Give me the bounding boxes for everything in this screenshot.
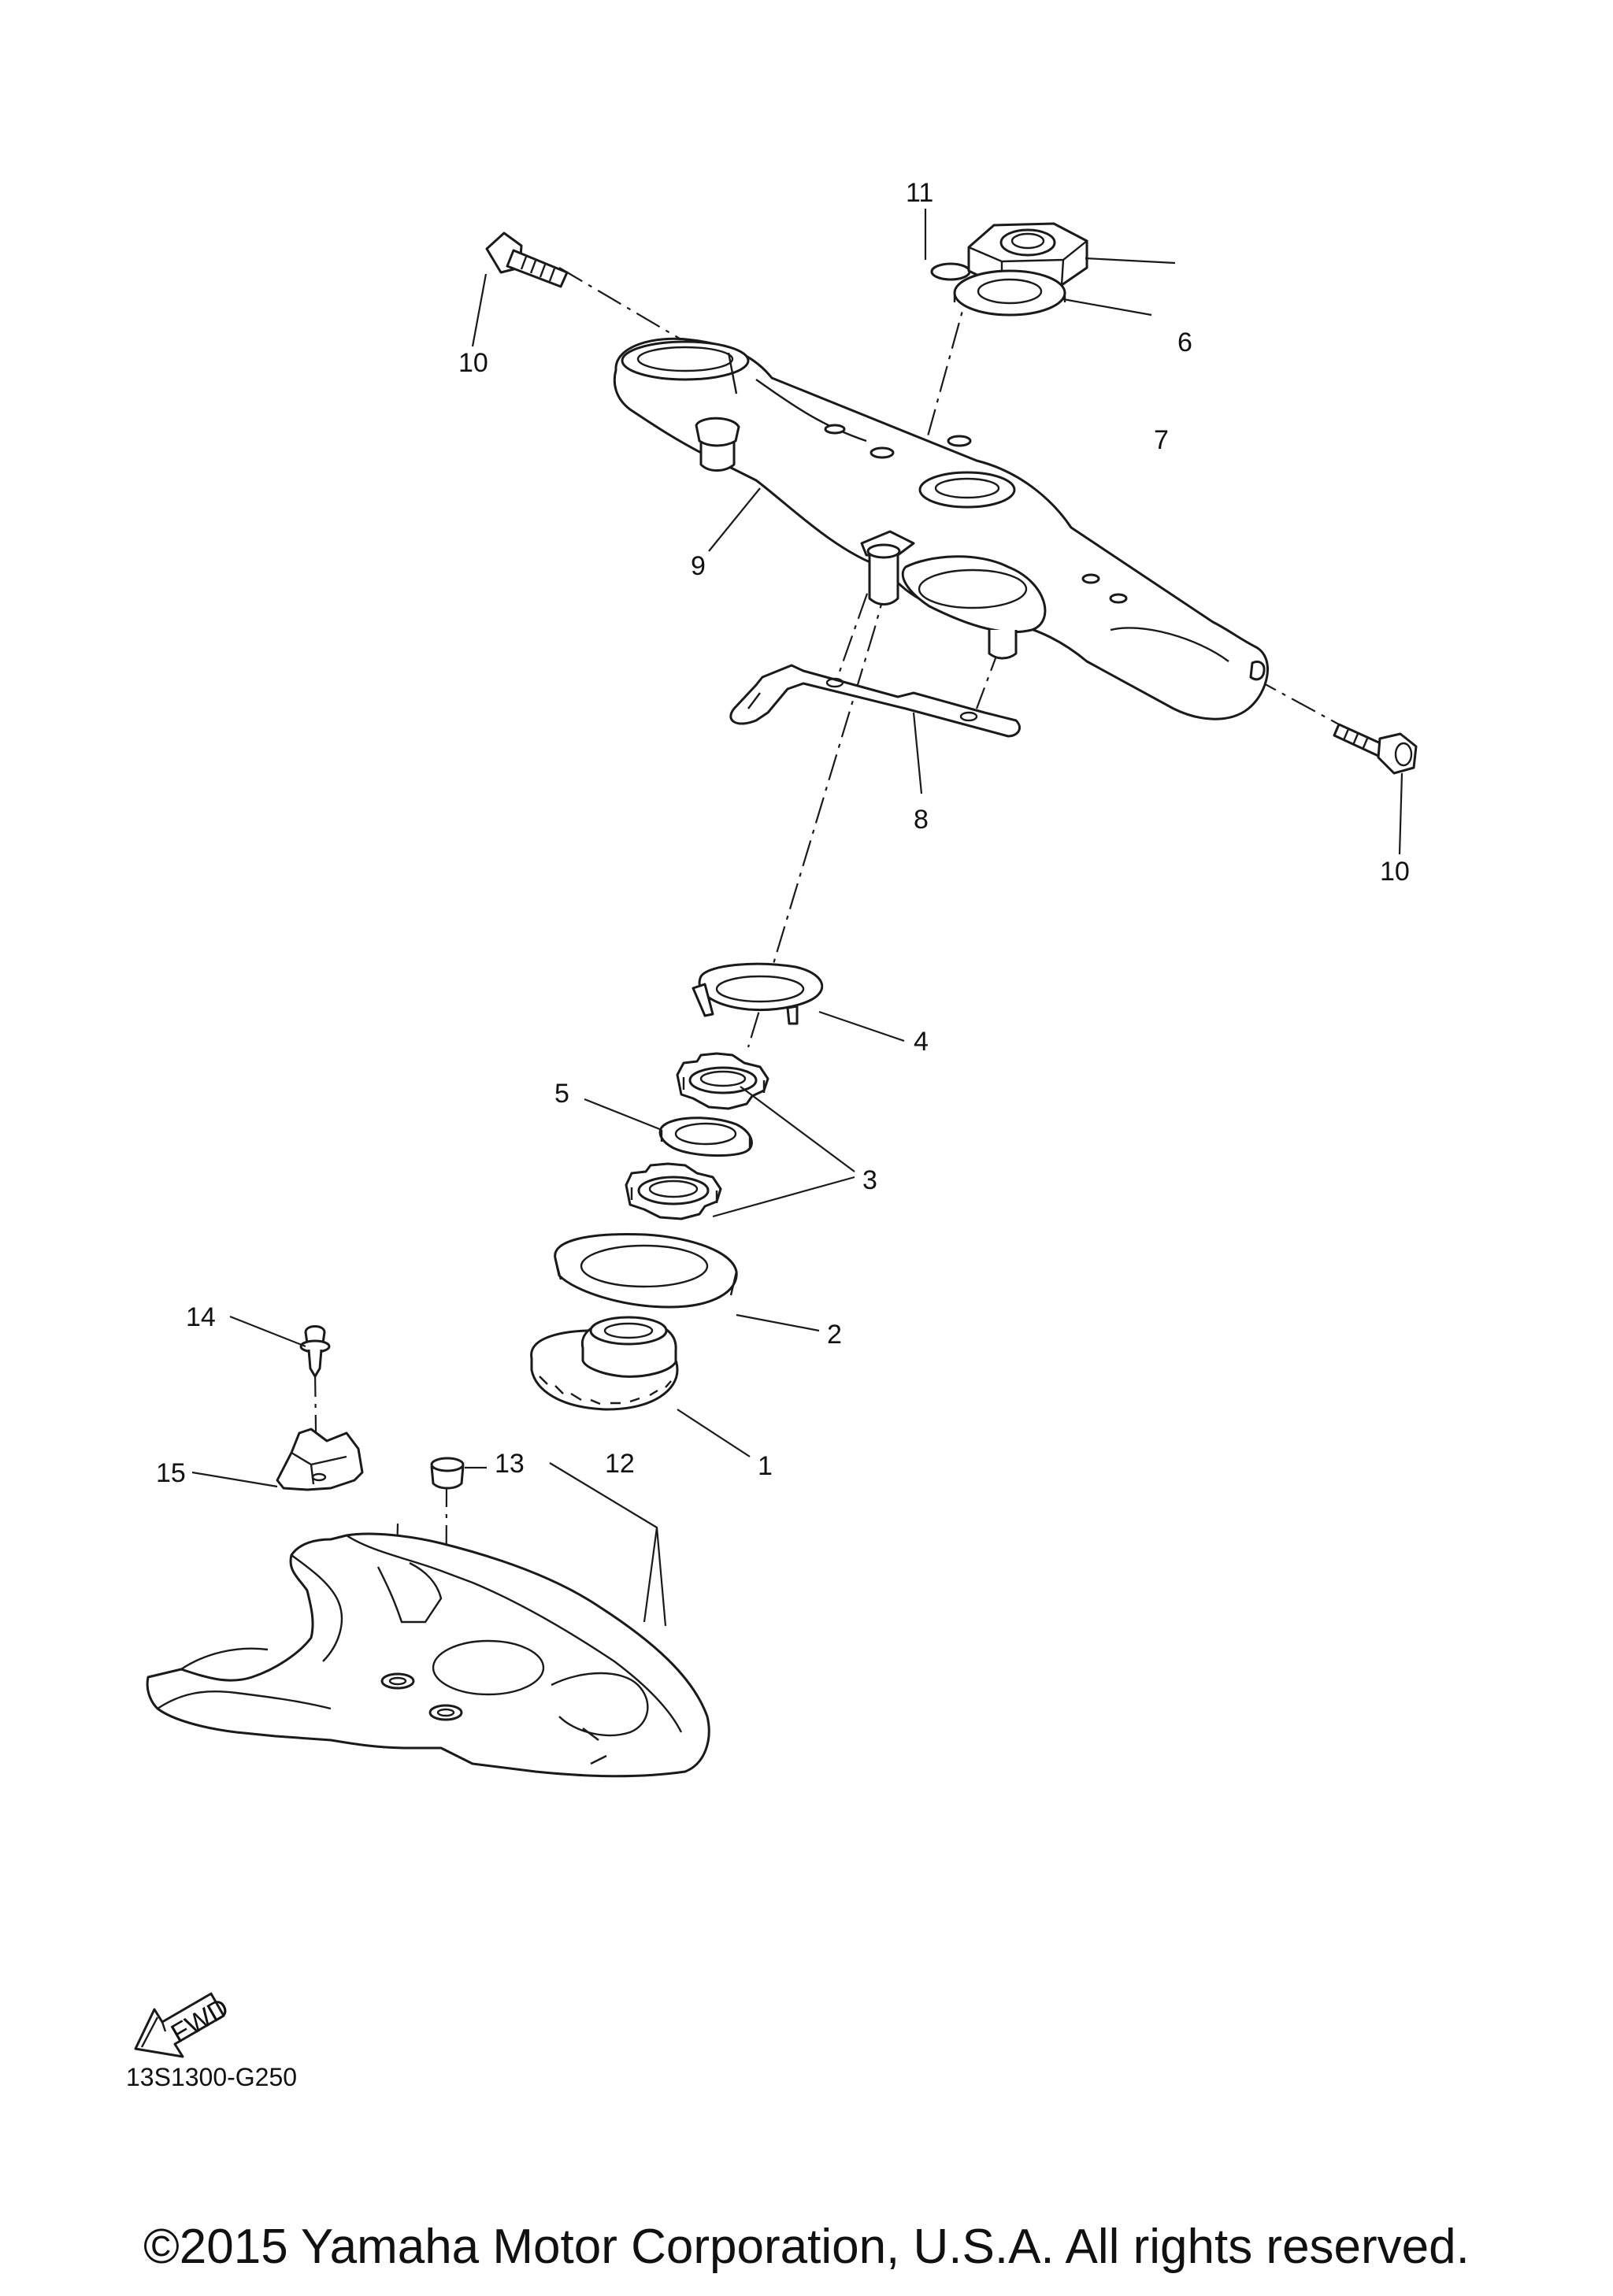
callout-11: 11 (906, 178, 933, 208)
lock-washer (692, 962, 824, 1025)
cover-bracket (276, 1428, 364, 1491)
callout-5: 5 (554, 1079, 569, 1109)
ring-nut-lower (625, 1162, 722, 1220)
diagram-code: 13S1300-G250 (126, 2063, 298, 2091)
assembly-axis-bolt-right (1251, 676, 1340, 725)
callout-12: 12 (605, 1449, 635, 1479)
dust-seal (554, 1233, 738, 1309)
bolt-upper-left (485, 231, 569, 288)
callout-15: 15 (156, 1458, 186, 1488)
upper-bracket (613, 337, 1269, 720)
callout-8: 8 (914, 805, 929, 835)
assembly-axis-bolt-left (558, 267, 694, 347)
rivet-clip (299, 1325, 331, 1378)
callout-4: 4 (914, 1027, 929, 1057)
ring-nut-upper (676, 1052, 769, 1110)
collar (430, 1457, 465, 1490)
copyright-notice: ©2015 Yamaha Motor Corporation, U.S.A. A… (143, 2220, 1470, 2274)
lower-cover (146, 1532, 710, 1778)
callout-13: 13 (495, 1449, 525, 1479)
callout-2: 2 (827, 1320, 842, 1350)
bolt-right (1333, 723, 1418, 775)
rubber-washer (658, 1117, 753, 1157)
steering-bearing (530, 1316, 679, 1411)
callout-9: 9 (691, 551, 706, 581)
leader-lines (191, 209, 1403, 1627)
callout-14: 14 (186, 1302, 216, 1332)
callout-6: 6 (1177, 328, 1192, 357)
stem-washer (953, 269, 1066, 317)
callout-10-right: 10 (1380, 857, 1410, 887)
callout-7: 7 (1154, 425, 1169, 455)
callout-3: 3 (862, 1165, 877, 1195)
fwd-arrow-icon: FWD (134, 1992, 234, 2058)
assembly-axis-main (747, 279, 973, 1048)
callout-10-upper: 10 (458, 348, 488, 378)
callout-1: 1 (758, 1451, 773, 1481)
wire-bracket (729, 664, 1021, 738)
small-washer (930, 262, 971, 281)
